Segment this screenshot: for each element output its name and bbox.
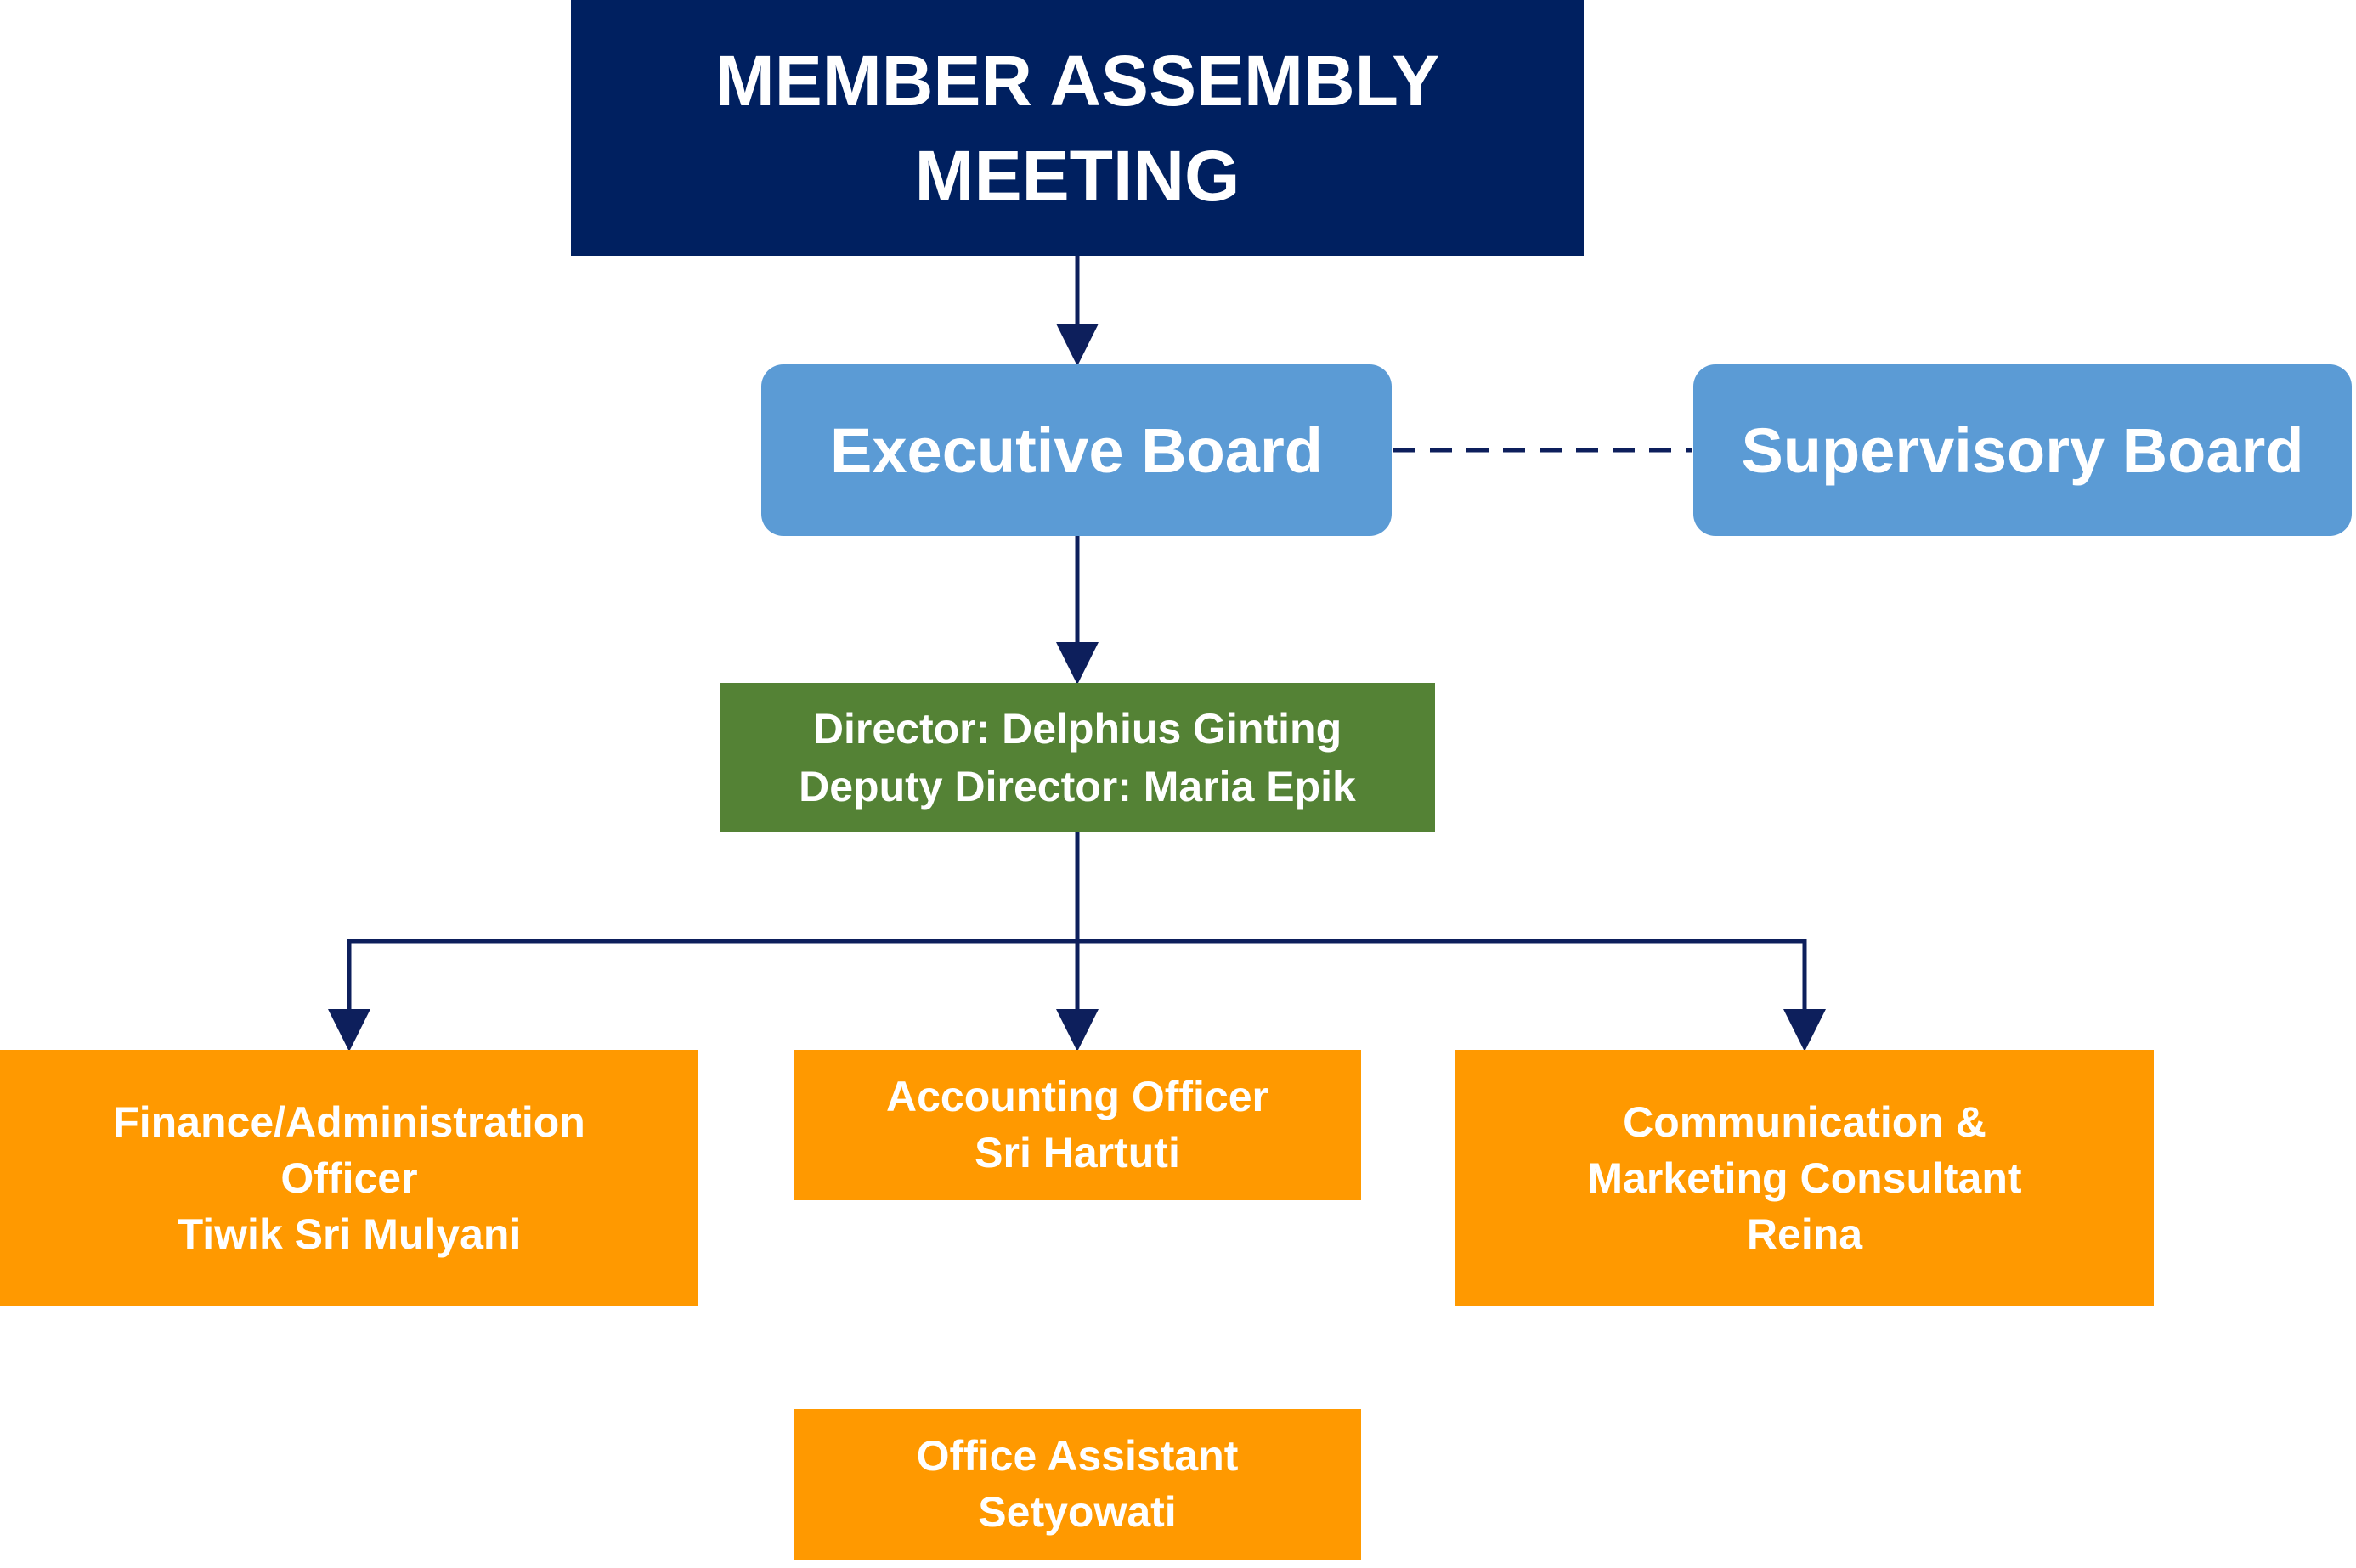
- executive-board-label: Executive Board: [830, 415, 1323, 486]
- finance-officer-box: Finance/Administration Officer Tiwik Sri…: [0, 1050, 698, 1306]
- assembly-title-line-1: MEMBER ASSEMBLY: [715, 40, 1440, 121]
- office-assistant-person-name: Setyowati: [978, 1488, 1177, 1536]
- supervisory-board-box: Supervisory Board: [1693, 364, 2352, 536]
- accounting-officer-box: Accounting Officer Sri Hartuti: [794, 1050, 1361, 1200]
- finance-title-line-1: Finance/Administration: [113, 1097, 585, 1146]
- supervisory-board-label: Supervisory Board: [1741, 415, 2304, 486]
- accounting-person-name: Sri Hartuti: [975, 1129, 1180, 1176]
- director-box: Director: Delphius Ginting Deputy Direct…: [720, 683, 1435, 832]
- communication-consultant-box: Communication & Marketing Consultant Rei…: [1455, 1050, 2154, 1306]
- finance-title-line-2: Officer: [280, 1153, 418, 1202]
- office-assistant-box: Office Assistant Setyowati: [794, 1409, 1361, 1560]
- finance-person-name: Tiwik Sri Mulyani: [177, 1210, 522, 1258]
- director-line: Director: Delphius Ginting: [812, 705, 1342, 753]
- executive-board-box: Executive Board: [761, 364, 1392, 536]
- member-assembly-meeting-box: MEMBER ASSEMBLY MEETING: [571, 0, 1584, 256]
- accounting-title: Accounting Officer: [885, 1073, 1269, 1120]
- communication-title-line-2: Marketing Consultant: [1587, 1153, 2022, 1202]
- communication-title-line-1: Communication &: [1623, 1097, 1986, 1146]
- office-assistant-title: Office Assistant: [916, 1432, 1239, 1480]
- assembly-title-line-2: MEETING: [914, 135, 1240, 216]
- communication-person-name: Reina: [1746, 1210, 1863, 1258]
- deputy-director-line: Deputy Director: Maria Epik: [799, 763, 1356, 810]
